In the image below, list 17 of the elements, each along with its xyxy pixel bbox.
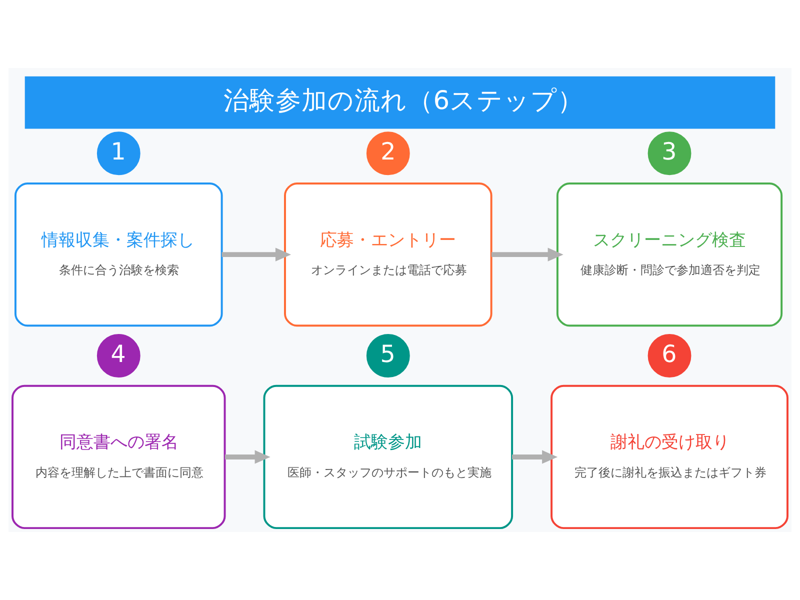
diagram-title: 治験参加の流れ（6ステップ） — [223, 86, 584, 116]
arrow — [491, 248, 564, 262]
node-circle: 1 — [96, 132, 140, 176]
node-box: 同意書への署名 内容を理解した上で書面に同意 — [12, 384, 226, 530]
arrow — [222, 248, 291, 262]
node-box: 応募・エントリー オンラインまたは電話で応募 — [284, 182, 492, 327]
arrow — [512, 450, 558, 464]
arrow — [224, 450, 270, 464]
node-box: 情報収集・案件探し 条件に合う治験を検索 — [14, 182, 223, 327]
node-box: 謝礼の受け取り 完了後に謝礼を振込またはギフト券 — [550, 384, 788, 530]
node-box: スクリーニング検査 健康診断・問診で参加適否を判定 — [556, 182, 783, 327]
node-circle: 2 — [366, 132, 410, 176]
node-circle: 6 — [648, 334, 692, 378]
node-circle: 5 — [366, 334, 410, 378]
node-circle: 4 — [96, 334, 140, 378]
node-box: 試験参加 医師・スタッフのサポートのもと実施 — [263, 384, 514, 530]
node-circle: 3 — [648, 132, 692, 176]
